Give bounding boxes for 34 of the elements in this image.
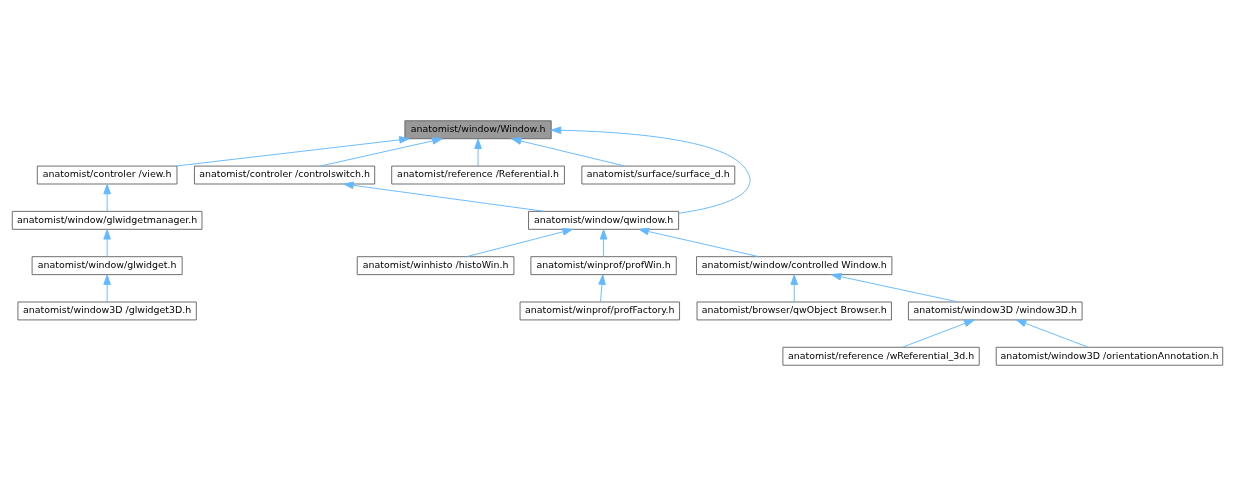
- arrow: [474, 138, 482, 166]
- arrow: [343, 181, 545, 212]
- node-box: anatomist/reference /Referential.h: [391, 165, 565, 184]
- node-box: anatomist/window/qwindow.h: [528, 210, 680, 230]
- node-box: anatomist/window/Window.h: [404, 119, 552, 139]
- node-box: anatomist/window/glwidgetmanager.h: [11, 210, 203, 230]
- node-box: anatomist/window/glwidget.h: [31, 255, 183, 275]
- node-box: anatomist/window/controlled Window.h: [696, 255, 893, 275]
- arrow: [550, 126, 751, 214]
- arrow: [902, 319, 975, 348]
- node-box: anatomist/winhisto /histoWin.h: [356, 255, 515, 275]
- arrow: [466, 227, 573, 257]
- node-box: anatomist/window3D /window3D.h: [907, 301, 1083, 320]
- node-box: anatomist/surface/surface_d.h: [581, 165, 736, 184]
- arrow: [103, 183, 111, 212]
- node-box: anatomist/controler /view.h: [36, 165, 178, 184]
- node-box: anatomist/window3D /orientationAnnotation.h: [995, 346, 1224, 366]
- arrow: [103, 228, 111, 257]
- arrow: [638, 227, 760, 257]
- node-box: anatomist/reference /wReferential_3d.h: [782, 346, 980, 366]
- node-box: anatomist/browser/qwObject Browser.h: [696, 301, 892, 320]
- arrow: [831, 272, 959, 302]
- arrow: [320, 136, 443, 166]
- node-box: anatomist/window3D /glwidget3D.h: [17, 301, 197, 320]
- arrow: [790, 274, 798, 302]
- arrow: [598, 274, 606, 302]
- arrow: [103, 274, 111, 302]
- arrow: [599, 228, 608, 257]
- node-box: anatomist/winprof/profWin.h: [530, 255, 677, 275]
- node-box: anatomist/winprof/profFactory.h: [519, 301, 681, 320]
- node-box: anatomist/controler /controlswitch.h: [193, 165, 376, 184]
- arrow: [1016, 319, 1089, 348]
- arrow: [511, 136, 626, 166]
- arrow: [175, 135, 410, 166]
